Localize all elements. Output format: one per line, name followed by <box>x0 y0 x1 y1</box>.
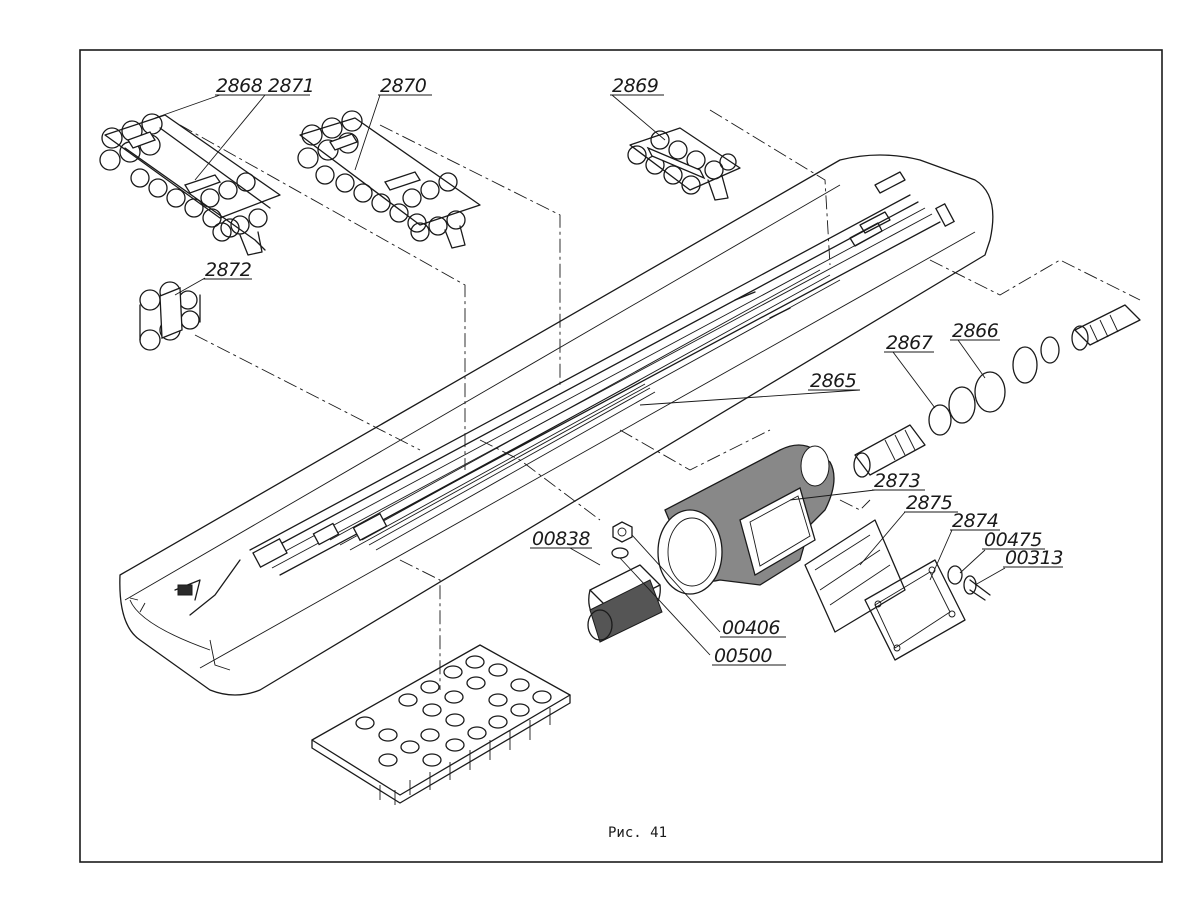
callout-00406: 00406 <box>722 617 780 639</box>
tee-housing-2873 <box>657 444 835 595</box>
connector-2872 <box>139 281 201 351</box>
cable-gland-assembly <box>853 304 1141 478</box>
connector-block-2868-2871 <box>99 113 281 256</box>
callout-2875: 2875 <box>906 492 953 514</box>
screw-00313 <box>963 575 991 601</box>
connector-block-2870 <box>297 110 481 249</box>
main-housing-tray <box>119 154 994 696</box>
callout-2870: 2870 <box>380 75 427 97</box>
callout-00838: 00838 <box>532 528 590 550</box>
cable-clamp-00838 <box>587 564 663 643</box>
gasket-plate-2875 <box>804 519 906 633</box>
callout-2867: 2867 <box>886 332 933 354</box>
callout-2866: 2866 <box>952 320 999 342</box>
nut-00406 <box>612 521 633 543</box>
grommet-plate <box>311 644 571 805</box>
callout-2873: 2873 <box>874 470 920 492</box>
drawing-frame <box>79 49 1163 863</box>
callout-00313: 00313 <box>1005 547 1063 569</box>
assembly-lines <box>179 109 1141 690</box>
callout-00475: 00475 <box>984 529 1042 551</box>
washer-00500 <box>611 547 629 559</box>
washer-00475 <box>947 565 963 585</box>
callout-2868-2871: 2868 2871 <box>216 75 314 97</box>
callout-00500: 00500 <box>714 645 772 667</box>
callout-2874: 2874 <box>952 510 998 532</box>
leader-lines <box>154 94 1006 656</box>
connector-block-2869 <box>627 127 741 201</box>
callout-underlines <box>203 94 1063 666</box>
callout-2869: 2869 <box>612 75 658 97</box>
cover-plate-2874 <box>864 559 966 661</box>
callout-2872: 2872 <box>205 259 251 281</box>
callout-2865: 2865 <box>810 370 857 392</box>
figure-caption: Рис. 41 <box>608 825 667 841</box>
